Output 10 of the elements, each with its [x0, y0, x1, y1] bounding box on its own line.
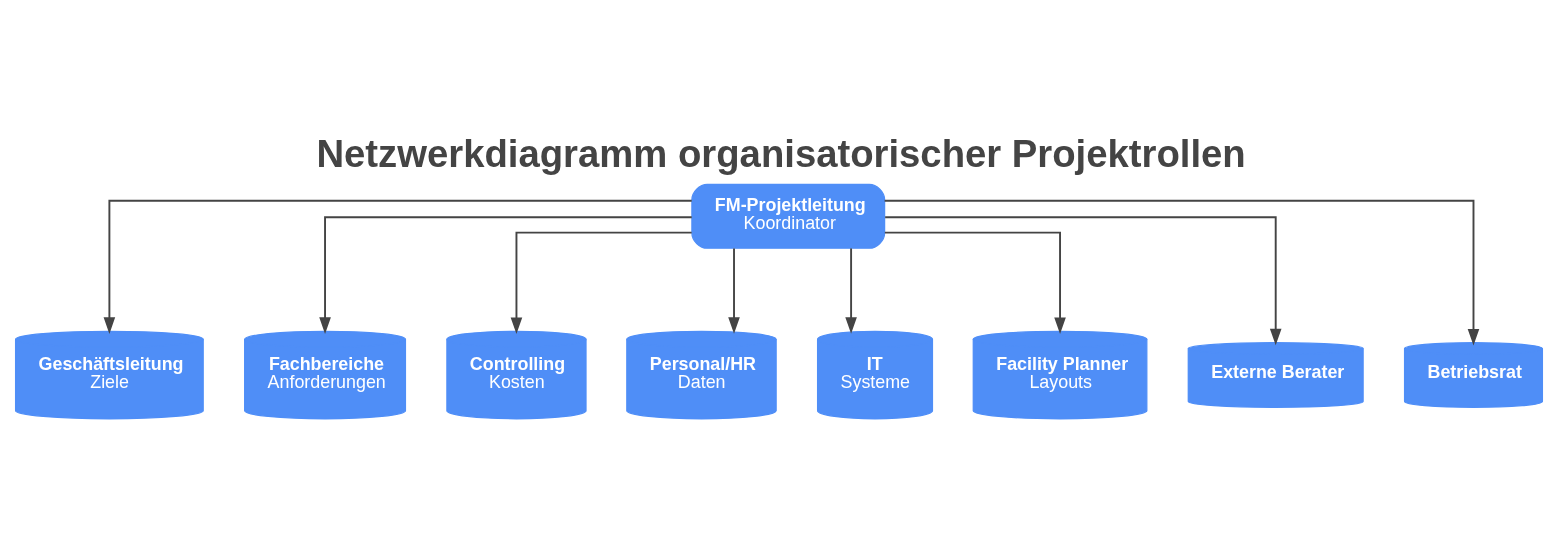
node-box: FM-Projektleitung Koordinator [691, 183, 886, 249]
arrow [883, 199, 1480, 346]
arrow [845, 247, 857, 334]
arrow [884, 215, 1282, 345]
arrow [103, 199, 693, 334]
diagram-title: Netzwerkdiagramm organisatorischer Projektrollen [316, 131, 1246, 175]
arrow [319, 215, 693, 334]
arrow [510, 231, 693, 334]
arrow [728, 247, 740, 334]
arrow [883, 231, 1066, 334]
